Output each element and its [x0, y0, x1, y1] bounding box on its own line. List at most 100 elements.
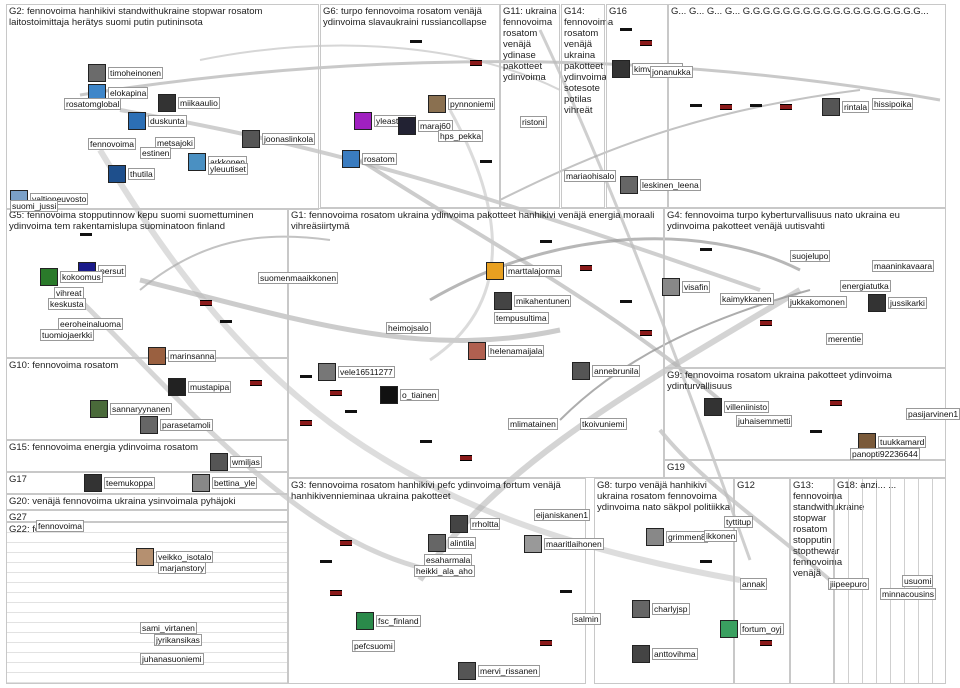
avatar — [486, 262, 504, 280]
graph-node[interactable]: hissipoika — [872, 98, 914, 110]
graph-node[interactable]: juhaisemmetti — [736, 415, 793, 427]
graph-node[interactable]: sannaryynanen — [90, 400, 173, 418]
graph-node[interactable]: pynnoniemi — [428, 95, 496, 113]
graph-node[interactable]: visafin — [662, 278, 711, 296]
graph-node[interactable]: duskunta — [128, 112, 187, 130]
graph-node[interactable]: heikki_ala_aho — [414, 565, 475, 577]
graph-node[interactable]: juhanasuoniemi — [140, 653, 204, 665]
graph-node[interactable]: thutila — [108, 165, 155, 183]
graph-node[interactable]: mustapipa — [168, 378, 232, 396]
graph-node[interactable]: charlyjsp — [632, 600, 690, 618]
graph-node[interactable]: anttovihma — [632, 645, 698, 663]
graph-node[interactable]: alintila — [428, 534, 477, 552]
avatar — [342, 150, 360, 168]
graph-node[interactable]: marttalajorma — [486, 262, 562, 280]
graph-node[interactable]: jukkakomonen — [788, 296, 847, 308]
avatar — [868, 294, 886, 312]
graph-node[interactable]: wmiljas — [210, 453, 262, 471]
graph-node[interactable]: annak — [740, 578, 768, 590]
graph-node[interactable]: keskusta — [48, 298, 86, 310]
graph-node[interactable]: tkoivuniemi — [580, 418, 627, 430]
graph-node[interactable]: tyttitup — [724, 516, 754, 528]
graph-node[interactable]: sami_virtanen — [140, 622, 197, 634]
graph-node[interactable]: helenamaijala — [468, 342, 545, 360]
graph-node[interactable]: teemukoppa — [84, 474, 155, 492]
graph-node[interactable]: marinsanna — [148, 347, 217, 365]
group-g11: G11: ukraina fennovoima rosatom venäjä y… — [500, 4, 560, 208]
group-g27: G27 — [6, 510, 288, 523]
graph-node[interactable]: o_tiainen — [380, 386, 439, 404]
graph-node[interactable]: marjanstory — [158, 562, 207, 574]
graph-node[interactable]: heimojsalo — [386, 322, 431, 334]
graph-node[interactable]: miikaaulio — [158, 94, 220, 112]
graph-node[interactable]: panopti92236644 — [850, 448, 920, 460]
graph-node[interactable]: rosatomglobal — [64, 98, 122, 110]
graph-node[interactable]: maaritlaihonen — [524, 535, 604, 553]
vertex-marker — [250, 380, 262, 386]
avatar — [458, 662, 476, 680]
graph-node[interactable]: mariaohisalo — [564, 170, 617, 182]
graph-node[interactable]: elokapina — [88, 84, 149, 102]
graph-node[interactable]: suomenmaaikkonen — [258, 272, 339, 284]
graph-node[interactable]: suomi_jussi — [10, 200, 59, 212]
graph-node[interactable]: ikkonen — [704, 530, 738, 542]
graph-node[interactable]: tempusultima — [494, 312, 549, 324]
graph-node[interactable]: leskinen_leena — [620, 176, 701, 194]
graph-node[interactable]: rosatom — [342, 150, 397, 168]
graph-node[interactable]: eijaniskanen1 — [534, 509, 590, 521]
graph-node[interactable]: merentie — [826, 333, 864, 345]
vertex-marker — [750, 104, 762, 107]
graph-node[interactable]: fennovoima — [88, 138, 136, 150]
graph-node[interactable]: suojelupo — [790, 250, 831, 262]
graph-node[interactable]: jyrikansikas — [154, 634, 202, 646]
node-label: metsajoki — [155, 137, 195, 149]
graph-node[interactable]: pefcsuomi — [352, 640, 395, 652]
graph-node[interactable]: jonanukka — [650, 66, 693, 78]
graph-node[interactable]: timoheinonen — [88, 64, 164, 82]
node-label: maraj60 — [418, 120, 453, 132]
graph-node[interactable]: maaninkavaara — [872, 260, 935, 272]
node-label: teemukoppa — [104, 477, 155, 489]
node-label: vele16511277 — [338, 366, 395, 378]
graph-node[interactable]: yleuutiset — [208, 163, 248, 175]
graph-node[interactable]: mervi_rissanen — [458, 662, 540, 680]
graph-node[interactable]: parasetamoli — [140, 416, 213, 434]
graph-node[interactable]: vele16511277 — [318, 363, 395, 381]
graph-node[interactable]: mlimatainen — [508, 418, 558, 430]
graph-node[interactable]: rrholtta — [450, 515, 501, 533]
graph-node[interactable]: jussikarki — [868, 294, 927, 312]
graph-node[interactable]: jiipeepuro — [828, 578, 869, 590]
node-label: fsc_finland — [376, 615, 421, 627]
group-title: G18: anzi... ... — [837, 480, 897, 491]
avatar — [40, 268, 58, 286]
graph-node[interactable]: tuukkamard — [858, 433, 927, 451]
node-label: rrholtta — [470, 518, 501, 530]
graph-node[interactable]: metsajoki — [155, 137, 195, 149]
graph-node[interactable]: fsc_finland — [356, 612, 421, 630]
graph-node[interactable]: salmin — [572, 613, 601, 625]
graph-node[interactable]: energiatutka — [840, 280, 891, 292]
graph-node[interactable]: pasijarvinen1 — [906, 408, 960, 420]
graph-node[interactable]: minnacousins — [880, 588, 936, 600]
avatar — [572, 362, 590, 380]
graph-node[interactable]: ristoni — [520, 116, 547, 128]
graph-node[interactable]: villeniinisto — [704, 398, 770, 416]
graph-node[interactable]: arkkonen — [188, 153, 247, 171]
node-label: fortum_oyj — [740, 623, 784, 635]
graph-node[interactable]: fennovoima — [36, 520, 84, 532]
graph-node[interactable]: fortum_oyj — [720, 620, 784, 638]
graph-node[interactable]: maraj60 — [398, 117, 453, 135]
graph-node[interactable]: mikahentunen — [494, 292, 572, 310]
graph-node[interactable]: rintala — [822, 98, 870, 116]
graph-node[interactable]: bettina_yle — [192, 474, 258, 492]
graph-node[interactable]: hps_pekka — [438, 130, 484, 142]
graph-node[interactable]: joonaslinkola — [242, 130, 316, 148]
graph-node[interactable]: kaimykkanen — [720, 293, 774, 305]
graph-node[interactable]: estinen — [140, 147, 172, 159]
graph-node[interactable]: annebrunila — [572, 362, 641, 380]
graph-node[interactable]: kokoomus — [40, 268, 103, 286]
graph-node[interactable]: usuomi — [902, 575, 934, 587]
graph-node[interactable]: grimmen8 — [646, 528, 708, 546]
vertex-marker — [580, 265, 592, 271]
graph-node[interactable]: tuomiojaerkki — [40, 329, 95, 341]
